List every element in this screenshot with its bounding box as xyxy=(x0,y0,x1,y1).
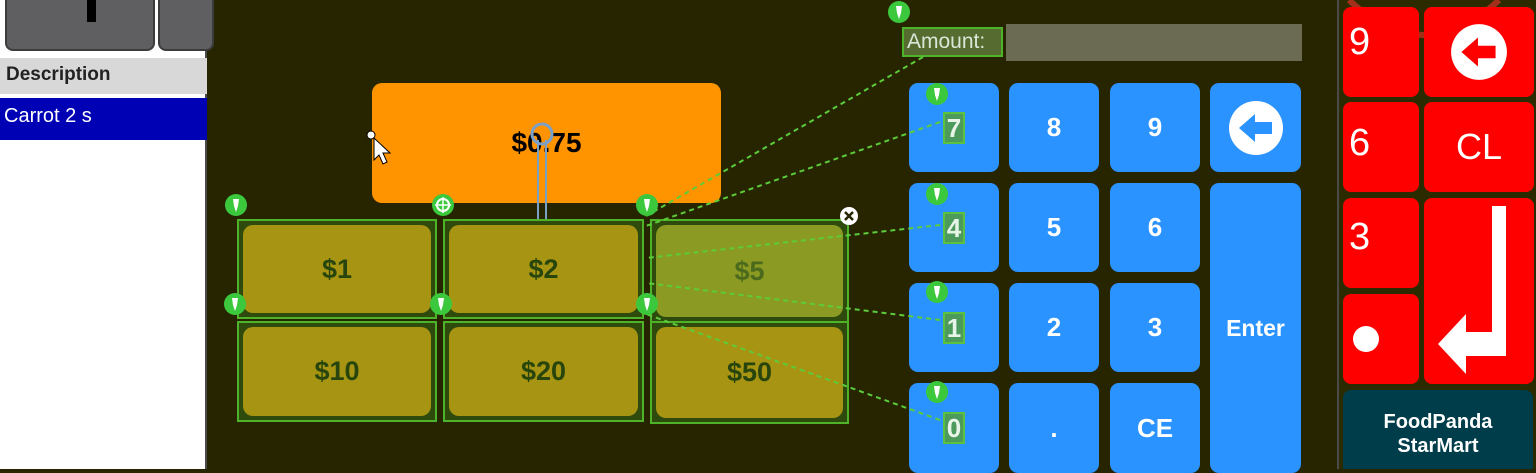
pin-icon xyxy=(430,293,452,315)
backspace-button-right[interactable] xyxy=(1424,7,1534,97)
back-arrow-icon xyxy=(1451,24,1507,80)
pin-icon xyxy=(636,293,658,315)
pin-icon xyxy=(926,381,948,403)
numpad-key-3[interactable]: 3 xyxy=(1110,283,1200,372)
numpad-key-6[interactable]: 6 xyxy=(1110,183,1200,272)
description-column-header: Description xyxy=(0,58,207,94)
cash-button-20[interactable]: $20 xyxy=(449,327,638,416)
numpad-key-clear-entry[interactable]: CE xyxy=(1110,383,1200,473)
amount-input[interactable] xyxy=(1006,24,1302,61)
cash-button-50[interactable]: $50 xyxy=(656,327,843,418)
pin-markers xyxy=(224,1,948,403)
enter-button-right[interactable] xyxy=(1424,198,1534,384)
pin-icon xyxy=(926,183,948,205)
numpad-key-label: 1 xyxy=(942,311,966,344)
cash-button-2[interactable]: $2 xyxy=(449,225,638,313)
cash-button-frame: $20 xyxy=(443,321,644,422)
mouse-cursor-icon xyxy=(373,136,392,165)
pin-icon xyxy=(224,293,246,315)
numpad-key-4[interactable]: 4 xyxy=(909,183,999,272)
cash-button-frame: $10 xyxy=(237,321,437,422)
quick-key-decimal[interactable] xyxy=(1343,294,1419,384)
numpad-key-label: 7 xyxy=(942,111,966,144)
selected-line-item[interactable]: Carrot 2 s xyxy=(0,98,207,140)
pin-icon xyxy=(225,194,247,216)
quick-key-6[interactable]: 6 xyxy=(1343,102,1419,192)
pin-icon xyxy=(926,83,948,105)
quick-key-9[interactable]: 9 xyxy=(1343,7,1419,97)
enter-arrow-icon xyxy=(1438,206,1506,374)
numpad-key-label: 4 xyxy=(942,211,966,244)
numpad-key-5[interactable]: 5 xyxy=(1009,183,1099,272)
thumbnail-mark xyxy=(87,0,96,22)
store-name-banner: FoodPanda StarMart xyxy=(1343,390,1533,469)
numpad-key-label: 0 xyxy=(942,412,966,444)
backspace-button[interactable] xyxy=(1210,83,1301,172)
anchor-point[interactable] xyxy=(366,130,376,140)
item-thumbnail-2[interactable] xyxy=(158,0,214,51)
cash-button-1[interactable]: $1 xyxy=(243,225,431,313)
close-icon-x xyxy=(844,211,854,221)
quick-key-3[interactable]: 3 xyxy=(1343,198,1419,288)
numpad-key-9[interactable]: 9 xyxy=(1110,83,1200,172)
numpad-key-1[interactable]: 1 xyxy=(909,283,999,372)
numpad-key-2[interactable]: 2 xyxy=(1009,283,1099,372)
pin-icon xyxy=(926,281,948,303)
pin-icon xyxy=(888,1,910,23)
target-icon xyxy=(432,194,454,216)
cash-button-frame: $2 xyxy=(443,219,644,319)
dot-icon xyxy=(1353,326,1379,352)
numpad-key-8[interactable]: 8 xyxy=(1009,83,1099,172)
cash-button-10[interactable]: $10 xyxy=(243,327,431,416)
numpad-key-0[interactable]: 0 xyxy=(909,383,999,473)
resize-handle[interactable] xyxy=(530,122,554,146)
numpad-key-7[interactable]: 7 xyxy=(909,83,999,172)
link-lines xyxy=(645,56,941,421)
right-panel: 9 6 CL 3 FoodPanda StarMart xyxy=(1337,0,1536,469)
cash-button-frame: $1 xyxy=(237,219,437,319)
left-panel: Description Carrot 2 s xyxy=(0,0,214,469)
back-arrow-icon xyxy=(1228,100,1283,155)
pin-icon xyxy=(636,194,658,216)
item-thumbnail[interactable] xyxy=(5,0,155,51)
cash-button-frame: $50 xyxy=(650,321,849,424)
enter-button[interactable]: Enter xyxy=(1210,183,1301,473)
numpad-key-decimal[interactable]: . xyxy=(1009,383,1099,473)
clear-button[interactable]: CL xyxy=(1424,102,1534,192)
amount-label: Amount: xyxy=(902,27,1003,57)
